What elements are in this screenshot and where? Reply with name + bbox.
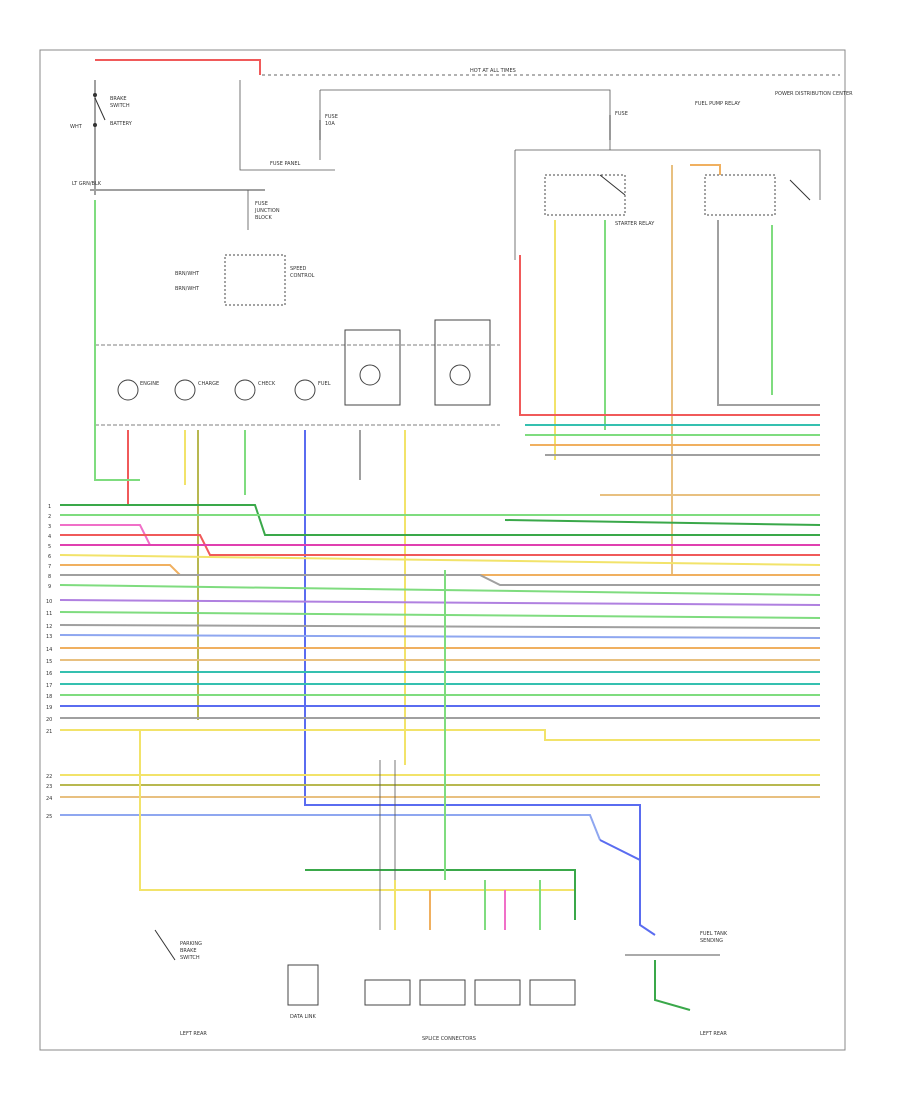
svg-text:BATTERY: BATTERY	[110, 121, 133, 127]
ignition-switch-group: BRAKE SWITCH WHT BATTERY LT GRN/BLK FUSE…	[70, 93, 280, 221]
svg-text:9: 9	[48, 584, 51, 590]
svg-text:20: 20	[46, 717, 52, 723]
svg-text:JUNCTION: JUNCTION	[254, 208, 280, 214]
diagram-border	[39, 49, 846, 1051]
svg-text:23: 23	[46, 784, 52, 790]
svg-text:25: 25	[46, 814, 52, 820]
svg-text:FUEL: FUEL	[318, 381, 331, 387]
svg-text:BRN/WHT: BRN/WHT	[175, 286, 200, 292]
splice-connectors-label: SPLICE CONNECTORS	[422, 1036, 476, 1042]
svg-text:24: 24	[46, 796, 52, 802]
svg-text:18: 18	[46, 694, 52, 700]
svg-text:SWITCH: SWITCH	[110, 103, 130, 109]
svg-text:PARKING: PARKING	[180, 941, 202, 947]
svg-text:CONTROL: CONTROL	[290, 273, 315, 279]
svg-text:22: 22	[46, 774, 52, 780]
svg-text:LEFT REAR: LEFT REAR	[180, 1031, 207, 1037]
svg-text:1: 1	[48, 504, 51, 510]
svg-text:ENGINE: ENGINE	[140, 381, 159, 387]
cluster-drop-wires	[94, 200, 641, 860]
svg-text:FUSE: FUSE	[325, 114, 338, 120]
svg-text:FUEL TANK: FUEL TANK	[700, 931, 728, 937]
svg-text:19: 19	[46, 705, 52, 711]
svg-text:BLOCK: BLOCK	[255, 215, 272, 221]
svg-text:CHARGE: CHARGE	[198, 381, 219, 387]
svg-text:BRAKE: BRAKE	[110, 96, 127, 102]
power-feed-group: HOT AT ALL TIMES	[90, 59, 840, 230]
svg-text:10A: 10A	[325, 121, 335, 127]
svg-text:12: 12	[46, 624, 52, 630]
svg-text:BRAKE: BRAKE	[180, 948, 197, 954]
svg-text:6: 6	[48, 554, 51, 560]
svg-text:14: 14	[46, 647, 52, 653]
svg-text:SWITCH: SWITCH	[180, 955, 200, 961]
hot-at-all-times-label: HOT AT ALL TIMES	[470, 68, 516, 74]
svg-text:FUSE: FUSE	[615, 111, 628, 117]
svg-text:SPEED: SPEED	[290, 266, 307, 272]
fuel-pump-relay-label: FUEL PUMP RELAY	[695, 101, 741, 107]
svg-text:FUSE PANEL: FUSE PANEL	[270, 161, 300, 167]
svg-text:FUSE: FUSE	[255, 201, 268, 207]
relay-group: FUEL PUMP RELAY POWER DISTRIBUTION CENTE…	[514, 91, 853, 260]
bottom-section: DATA LINK SPLICE CONNECTORS FUEL TANK SE…	[139, 570, 728, 1042]
svg-text:10: 10	[46, 599, 52, 605]
upper-right-feeds	[504, 424, 821, 526]
svg-text:LEFT REAR: LEFT REAR	[700, 1031, 727, 1037]
starter-relay-label: STARTER RELAY	[615, 221, 655, 227]
svg-text:BRN/WHT: BRN/WHT	[175, 271, 200, 277]
svg-text:2: 2	[48, 514, 51, 520]
svg-text:17: 17	[46, 683, 52, 689]
right-vertical-wires	[519, 164, 820, 575]
svg-text:WHT: WHT	[70, 124, 83, 130]
svg-text:DATA LINK: DATA LINK	[290, 1014, 316, 1020]
svg-text:11: 11	[46, 611, 52, 617]
pdc-label: POWER DISTRIBUTION CENTER	[775, 91, 853, 97]
instrument-cluster: BRN/WHT BRN/WHT SPEED CONTROL ENGINE CHA…	[95, 254, 500, 426]
svg-text:15: 15	[46, 659, 52, 665]
svg-text:21: 21	[46, 729, 52, 735]
svg-text:16: 16	[46, 671, 52, 677]
svg-text:3: 3	[48, 524, 51, 530]
svg-text:4: 4	[48, 534, 51, 540]
svg-text:7: 7	[48, 564, 51, 570]
svg-text:5: 5	[48, 544, 51, 550]
svg-text:13: 13	[46, 634, 52, 640]
svg-text:8: 8	[48, 574, 51, 580]
top-fuse-group: FUSE 10A FUSE PANEL FUSE	[270, 111, 628, 167]
main-harness	[59, 504, 821, 841]
svg-text:LT GRN/BLK: LT GRN/BLK	[72, 181, 102, 187]
svg-text:CHECK: CHECK	[258, 381, 276, 387]
svg-text:SENDING: SENDING	[700, 938, 723, 944]
left-pin-numbers: 1 2 3 4 5 6 7 8 9 10 11 12 13 14 15 16 1…	[46, 504, 52, 820]
